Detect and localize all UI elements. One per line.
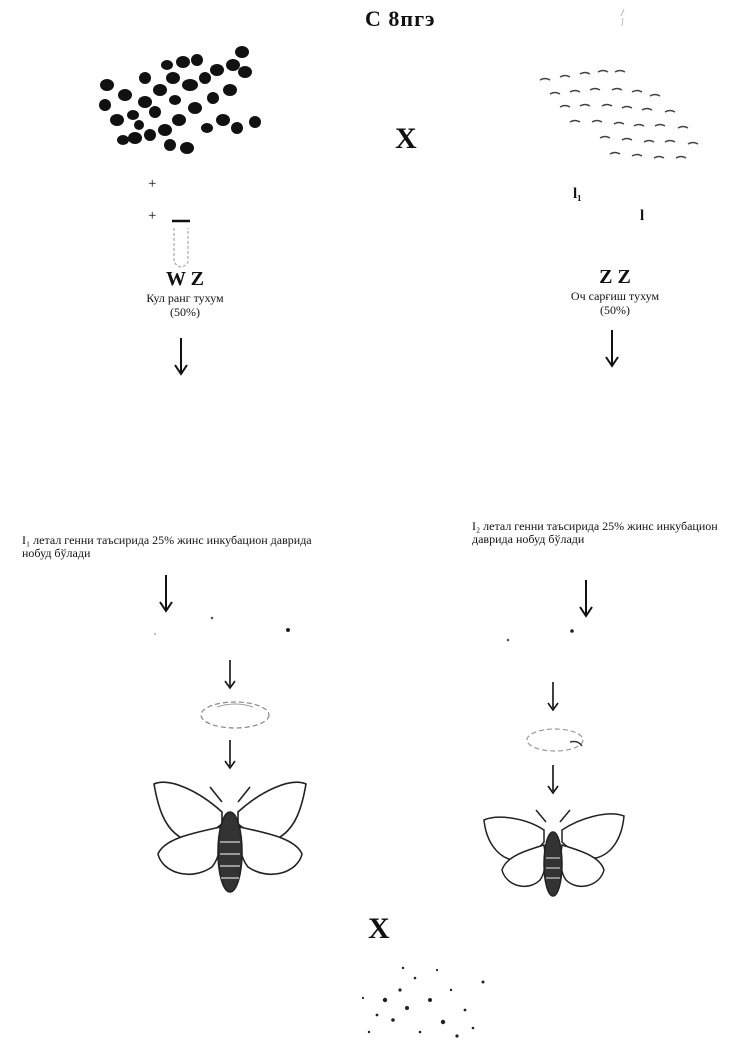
down-arrow-icon bbox=[578, 580, 594, 618]
down-arrow-icon bbox=[604, 330, 620, 368]
down-arrow-icon bbox=[546, 682, 560, 712]
cocoon-icon bbox=[195, 695, 275, 735]
down-arrow-icon bbox=[546, 765, 560, 795]
down-arrow-icon bbox=[158, 575, 174, 613]
light-eggs-cluster-icon bbox=[530, 62, 710, 172]
down-arrow-icon bbox=[173, 338, 189, 376]
stage-text-right: I₂ летал генни таъсирида 25% жинс инкуба… bbox=[472, 519, 718, 546]
l-label: l bbox=[640, 208, 645, 224]
chromosome-label-left: W Z bbox=[166, 268, 204, 290]
stage-text-left: I₁ летал генни таъсирида 25% жинс инкуба… bbox=[22, 533, 312, 560]
down-arrow-icon bbox=[223, 660, 237, 690]
cross-symbol-top: X bbox=[395, 122, 417, 155]
scattered-eggs-icon bbox=[355, 960, 495, 1045]
egg-label-right: Оч сарғиш тухум bbox=[570, 289, 660, 303]
egg-label-left: Кул ранг тухум bbox=[146, 291, 224, 305]
egg-percent-left: (50%) bbox=[170, 305, 200, 319]
down-arrow-icon bbox=[223, 740, 237, 770]
plus-sign: + bbox=[148, 208, 157, 224]
cocoon-icon bbox=[520, 722, 590, 758]
egg-percent-right: (50%) bbox=[600, 303, 630, 317]
cross-symbol-bottom: X bbox=[368, 912, 390, 945]
page-title: С 8пгэ bbox=[365, 6, 436, 31]
test-tube-icon bbox=[166, 218, 196, 274]
l1-label: l₁ bbox=[573, 186, 582, 202]
moth-icon bbox=[478, 800, 628, 900]
chromosome-label-right: Z Z bbox=[599, 266, 631, 288]
dark-eggs-cluster-icon bbox=[95, 40, 265, 160]
scattered-dots bbox=[500, 625, 600, 645]
moth-icon bbox=[150, 772, 310, 897]
plus-sign: + bbox=[148, 176, 157, 192]
scattered-dots bbox=[150, 610, 300, 640]
faint-mark bbox=[618, 8, 628, 30]
